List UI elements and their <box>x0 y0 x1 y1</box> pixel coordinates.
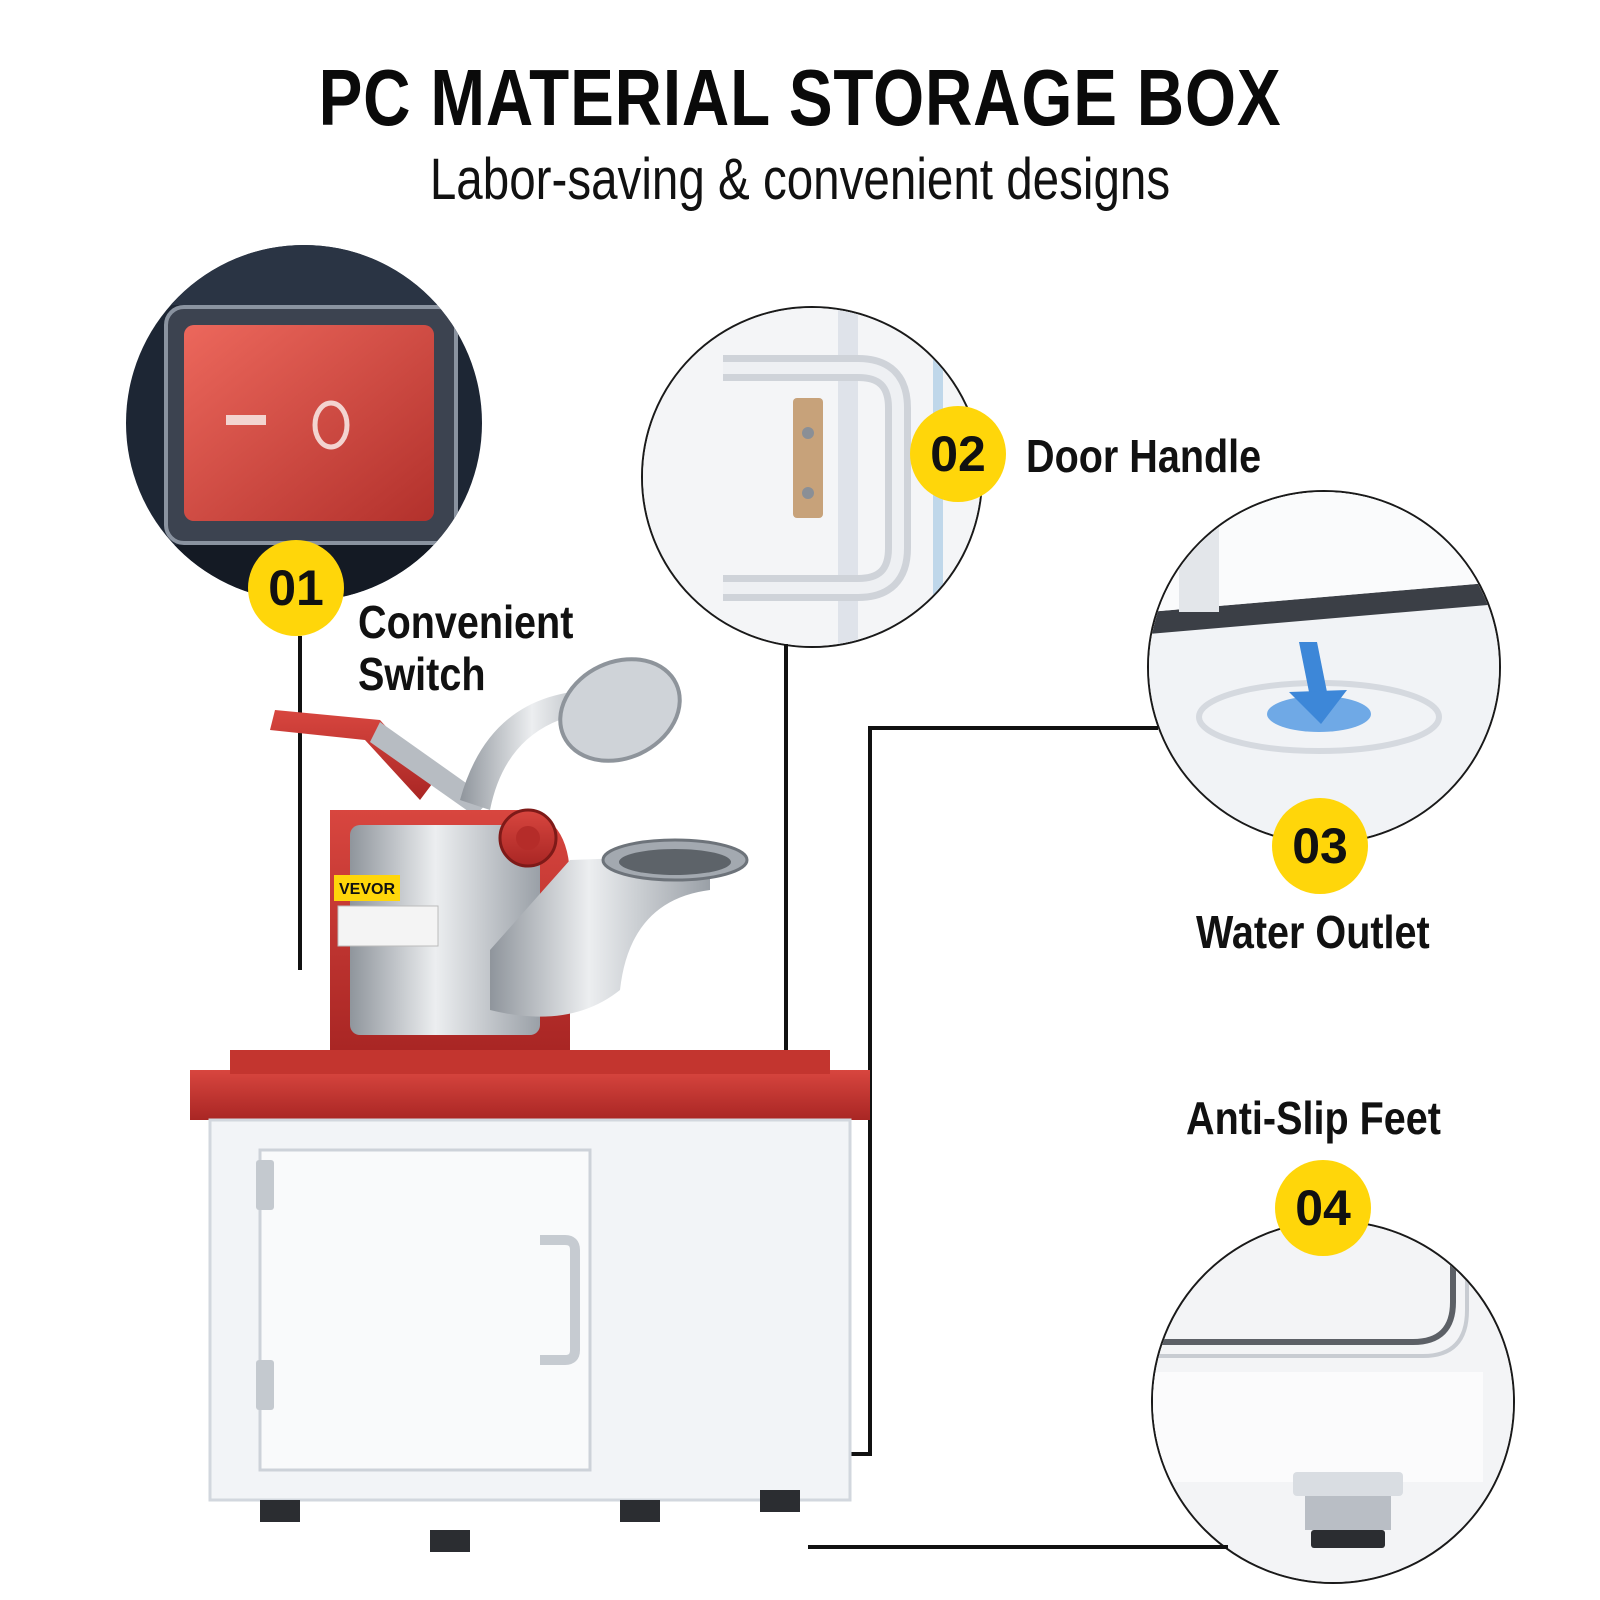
feature-04-label: Anti-Slip Feet <box>1186 1092 1441 1144</box>
switch-detail-image <box>126 245 482 601</box>
feature-03-badge: 03 <box>1272 798 1368 894</box>
feature-02-connector-vertical <box>784 644 788 1322</box>
anti-slip-feet-detail-image <box>1151 1220 1515 1584</box>
feature-01-badge: 01 <box>248 540 344 636</box>
rocker-switch-icon <box>126 245 482 601</box>
product-image-ice-shaver: VEVOR <box>190 650 910 1600</box>
feature-03-connector-top <box>868 726 1158 730</box>
page-subtitle: Labor-saving & convenient designs <box>429 147 1171 212</box>
water-outlet-icon <box>1149 492 1499 842</box>
feature-04-connector <box>808 1545 1228 1549</box>
feature-02-label: Door Handle <box>1026 430 1262 482</box>
feature-01-connector <box>298 636 302 970</box>
feature-01-label-line2: Switch <box>358 648 486 700</box>
feature-03-label: Water Outlet <box>1196 906 1430 958</box>
brand-logo: VEVOR <box>339 881 395 898</box>
feature-02-badge: 02 <box>910 406 1006 502</box>
rubber-foot-icon <box>1153 1222 1513 1582</box>
feature-01-label: Convenient Switch <box>358 596 573 700</box>
page-title: PC MATERIAL STORAGE BOX <box>318 53 1282 142</box>
water-outlet-detail-image <box>1147 490 1501 844</box>
feature-04-badge: 04 <box>1275 1160 1371 1256</box>
feature-01-label-line1: Convenient <box>358 596 574 648</box>
